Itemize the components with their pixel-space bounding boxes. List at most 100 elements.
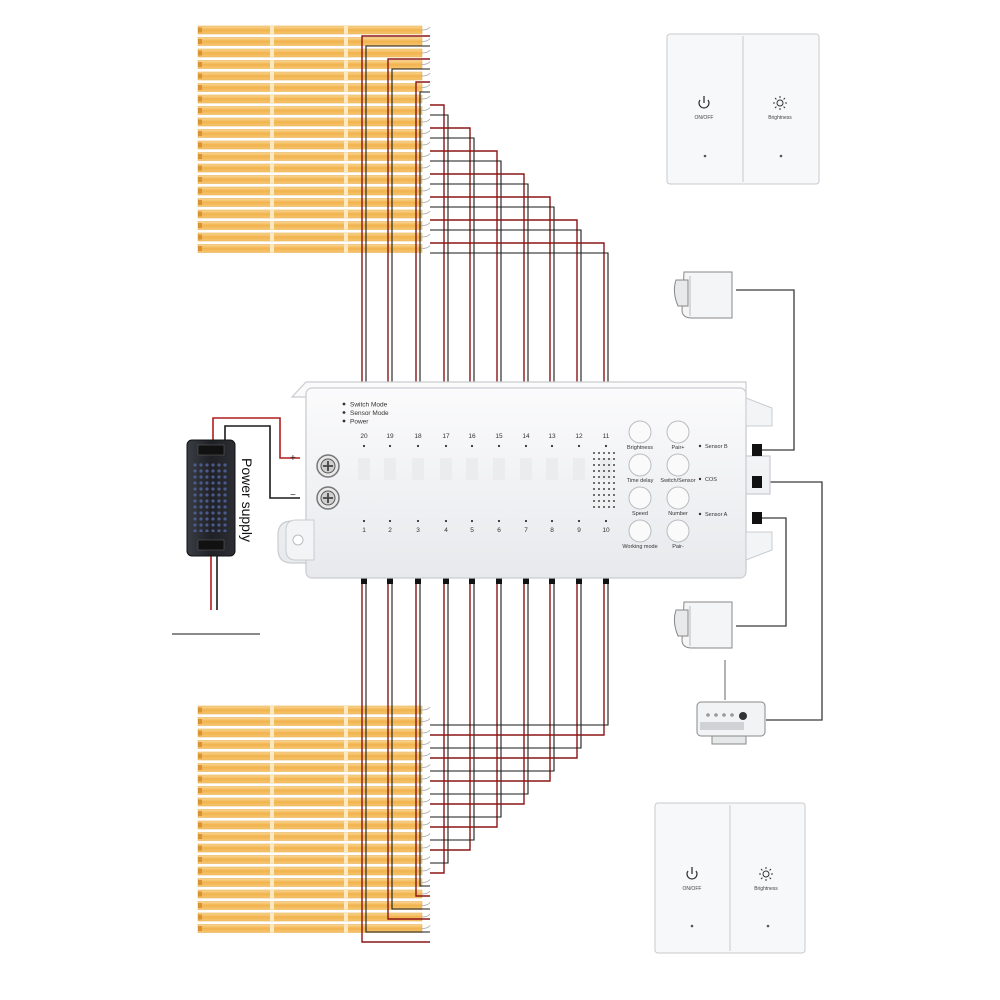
button-label: Time delay — [627, 478, 654, 484]
channel-number: 17 — [442, 433, 450, 440]
wire-black — [430, 578, 529, 795]
wire-black — [430, 578, 475, 841]
wire-red — [387, 58, 430, 388]
channel-number: 19 — [386, 433, 394, 440]
receiver-module-icon — [696, 660, 766, 745]
led-strip — [197, 728, 431, 738]
channel-wires-bottom — [361, 576, 609, 943]
terminal-minus-label: − — [290, 490, 296, 501]
channel-number: 18 — [414, 433, 422, 440]
wire-red — [430, 242, 605, 388]
led-strip — [197, 740, 431, 749]
channel-number: 4 — [444, 527, 448, 534]
led-strip — [197, 94, 431, 104]
button-label: Pair+ — [672, 445, 685, 451]
sun-icon — [773, 96, 787, 110]
connector — [576, 576, 582, 584]
connector — [549, 576, 555, 584]
controller-button[interactable] — [666, 486, 690, 510]
connector — [523, 576, 529, 584]
wire-black — [365, 45, 430, 388]
wire-black — [430, 252, 609, 388]
channel-number: 20 — [360, 433, 368, 440]
sensor-wires — [736, 289, 823, 721]
led-strip — [197, 797, 431, 807]
port-sensor-b — [752, 444, 762, 456]
connector — [469, 576, 475, 584]
controller-button[interactable] — [666, 420, 690, 444]
wire-red — [361, 35, 430, 388]
connector — [603, 576, 609, 584]
channel-number: 3 — [416, 527, 420, 534]
channel-number: 11 — [603, 433, 610, 440]
led-strip — [197, 855, 431, 864]
connector — [496, 576, 502, 584]
channel-number: 1 — [362, 527, 366, 534]
switch-bottom-left-label: ON/OFF — [683, 886, 702, 892]
channel-number: 8 — [550, 527, 554, 534]
wire-black — [391, 578, 430, 910]
wire-red — [430, 578, 445, 874]
controller-button[interactable] — [628, 519, 652, 543]
controller-button[interactable] — [666, 519, 690, 543]
wire-black — [430, 137, 475, 388]
led-strip — [197, 832, 431, 841]
wire-red — [361, 578, 430, 943]
led-strip — [197, 878, 431, 887]
wire-black — [430, 578, 609, 726]
channel-number: 14 — [522, 433, 530, 440]
channel-number: 12 — [575, 433, 583, 440]
led-strip — [197, 763, 431, 772]
led-strip — [197, 774, 431, 784]
port-label: COS — [705, 477, 717, 483]
power-supply-label: Power supply — [239, 458, 255, 542]
power-wires — [210, 417, 300, 610]
led-strip — [197, 889, 431, 899]
controller-button[interactable] — [628, 486, 652, 510]
led-strip — [197, 866, 431, 876]
led-strip — [197, 60, 431, 69]
wire-black — [419, 578, 430, 887]
led-strip — [197, 232, 431, 242]
controller-button[interactable] — [628, 453, 652, 477]
wire-black — [430, 578, 582, 749]
led-strip — [197, 83, 431, 92]
controller-button[interactable] — [628, 420, 652, 444]
wire-red — [430, 578, 471, 851]
switch-bottom-right-label: Brightness — [754, 886, 778, 892]
button-label: Working mode — [622, 544, 657, 550]
wire-black — [430, 114, 449, 388]
led-strip — [197, 163, 431, 173]
led-strip — [197, 152, 431, 161]
wire-black — [430, 578, 555, 772]
led-strip — [197, 209, 431, 219]
led-strip — [197, 186, 431, 196]
port-label: Sensor B — [705, 444, 728, 450]
led-strip — [197, 843, 431, 853]
channel-number: 9 — [577, 527, 581, 534]
led-strip — [197, 48, 431, 58]
led-strip — [197, 717, 431, 726]
wire-red — [415, 81, 430, 388]
switch-top-right-label: Brightness — [768, 115, 792, 121]
led-strip — [197, 106, 431, 115]
button-label: Switch/Sensor — [660, 478, 695, 484]
wire-black — [391, 68, 430, 388]
controller-button[interactable] — [666, 453, 690, 477]
power-icon — [686, 867, 698, 880]
wire-black — [430, 183, 529, 388]
wire-black — [419, 91, 430, 388]
wire-red — [430, 173, 525, 388]
mode-indicator-label: Power — [350, 419, 369, 426]
port-cos — [752, 476, 762, 488]
button-label: Number — [668, 511, 688, 517]
speaker-grille — [593, 452, 615, 508]
channel-number: 10 — [602, 527, 610, 534]
led-strip — [197, 198, 431, 207]
mode-indicator-label: Switch Mode — [350, 402, 388, 409]
power-icon — [698, 96, 710, 109]
